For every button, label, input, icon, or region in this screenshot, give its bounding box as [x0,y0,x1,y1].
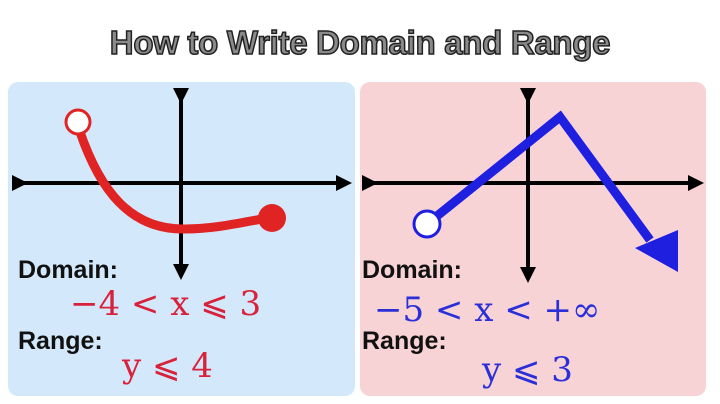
page-title: How to Write Domain and Range [109,23,611,62]
range-value: y ⩽ 3 [482,350,573,390]
closed-endpoint [258,204,286,232]
open-endpoint [64,108,92,136]
red-curve [75,127,275,234]
arrow-head [635,230,678,272]
right-axes [362,88,704,283]
blue-line [434,110,654,243]
domain-value: −5 < x < +∞ [374,290,601,330]
open-endpoint [412,209,442,239]
range-label: Range: [362,327,447,355]
range-label: Range: [18,327,103,355]
range-value: y ⩽ 4 [122,346,213,386]
domain-value: −4 < x ⩽ 3 [70,284,262,324]
domain-label: Domain: [362,256,462,284]
domain-label: Domain: [18,256,118,284]
left-axes [12,88,352,280]
